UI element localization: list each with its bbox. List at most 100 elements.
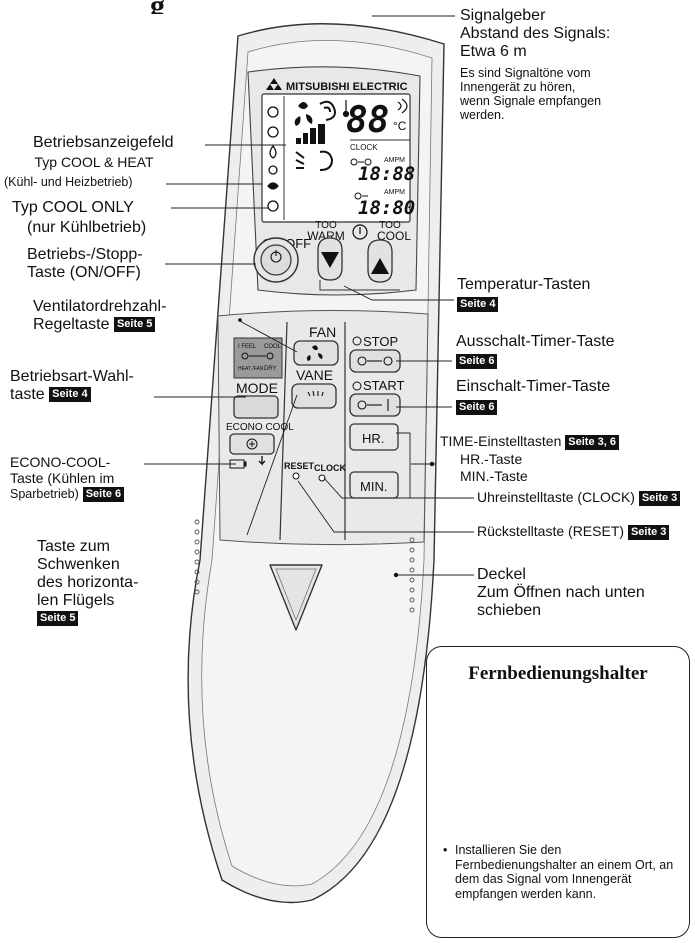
stop-label: STOP <box>363 334 398 349</box>
signal-line-3: Etwa 6 m <box>460 42 527 60</box>
type-cool-line-1: Typ COOL ONLY <box>12 199 134 216</box>
label-time-set: TIME-Einstelltasten Seite 3, 6 <box>440 433 619 450</box>
lcd-speed-bars <box>296 124 325 144</box>
vane-line-1: Taste zum <box>37 538 110 555</box>
fan-ref-badge: Seite 5 <box>113 317 156 332</box>
fan-btn-line-1: Ventilatordrehzahl- <box>33 298 167 315</box>
label-onoff: Betriebs-/Stopp- Taste (ON/OFF) <box>27 246 143 282</box>
start-label: START <box>363 378 404 393</box>
label-type-cool-2: (nur Kühlbetrieb) <box>27 219 146 237</box>
lcd-time-2: 18:80 <box>358 197 415 219</box>
off-timer-icon <box>357 356 393 366</box>
label-fan-btn: Ventilatordrehzahl- Regeltaste Seite 5 <box>33 298 166 334</box>
lcd-time-1: 18:88 <box>358 163 415 185</box>
label-on-timer: Einschalt-Timer-Taste <box>456 378 610 396</box>
lcd-timer-icons <box>350 158 372 200</box>
econo-line-2: Taste (Kühlen im <box>10 469 115 486</box>
mode-btn-line-1: Betriebsart-Wahl- <box>10 368 134 385</box>
label-signal-transmitter: Signalgeber Abstand des Signals: Etwa 6 … <box>460 7 610 61</box>
econo-icon <box>246 438 258 450</box>
fan-icon <box>306 345 323 361</box>
vane-line-3: des horizonta- <box>37 573 139 591</box>
heading-text: g <box>150 0 165 14</box>
type-heat-line-2: (Kühl- und Heizbetrieb) <box>4 175 133 189</box>
label-type-cool: Typ COOL ONLY <box>12 199 134 217</box>
label-vane-btn: Taste zum Schwenken des horizonta- len F… <box>37 538 138 628</box>
mode-ref-badge: Seite 4 <box>49 387 91 402</box>
on-timer-text: Einschalt-Timer-Taste <box>456 378 611 395</box>
on-timer-icon <box>357 399 389 411</box>
reset-label: RESET <box>284 461 315 471</box>
label-reset-btn: Rückstelltaste (RESET) Seite 3 <box>477 523 670 540</box>
label-on-ref: Seite 6 <box>456 399 498 417</box>
fan-btn-line-2: Regeltaste <box>33 315 110 333</box>
signal-note-line-1: Es sind Signaltöne vom <box>460 66 591 80</box>
label-temp-ref: Seite 4 <box>457 296 499 314</box>
side-vent-dots <box>194 519 415 613</box>
signal-note-line-4: werden. <box>460 108 505 122</box>
mode-cool: COOL <box>264 344 282 350</box>
vane-line-4: len Flügels <box>37 591 115 609</box>
time-set-text: TIME-Einstelltasten <box>440 433 562 449</box>
label-signal-note: Es sind Signaltöne vom Innengerät zu hör… <box>460 66 601 122</box>
holder-note-text: Installieren Sie den Fernbedienungshalte… <box>455 843 674 901</box>
clock-ref-badge: Seite 3 <box>638 490 681 506</box>
off-timer-text: Ausschalt-Timer-Taste <box>456 333 615 350</box>
temp-ref-badge: Seite 4 <box>457 297 499 313</box>
cover-line-1: Deckel <box>477 566 526 583</box>
signal-note-line-2: Innengerät zu hören, <box>460 80 576 94</box>
label-display-panel: Betriebsanzeigefeld <box>33 134 174 152</box>
lcd-temp-digits: 88 <box>346 100 389 141</box>
clock-button <box>318 474 326 482</box>
signal-note-line-3: wenn Signale empfangen <box>460 94 602 108</box>
reset-button <box>292 472 300 480</box>
min-btn-text: MIN.-Taste <box>460 468 528 484</box>
arrow-down-icon <box>321 252 339 268</box>
vane-label: VANE <box>296 367 333 383</box>
label-type-heat: Typ COOL & HEAT <box>24 154 164 171</box>
clock-label: CLOCK <box>314 463 346 473</box>
mode-dry: DRY <box>264 366 277 372</box>
lcd-clock-label: CLOCK <box>350 143 378 152</box>
mitsubishi-logo-icon <box>266 78 282 90</box>
thermometer-button-icon <box>352 224 368 240</box>
econo-line-1: ECONO-COOL- <box>10 454 111 470</box>
lcd-swing-icon <box>319 100 336 121</box>
signal-line-2: Abstand des Signals: <box>460 24 611 42</box>
arrow-up-icon <box>371 258 389 274</box>
mode-ifeel: I FEEL <box>238 344 257 350</box>
label-type-heat-2: (Kühl- und Heizbetrieb) <box>4 175 133 189</box>
mode-panel <box>233 337 283 379</box>
label-hr-btn: HR.-Taste <box>460 451 523 468</box>
lcd-fan-icon <box>294 102 313 126</box>
lcd-thermometer-icon <box>342 100 350 118</box>
econo-ref-badge: Seite 6 <box>82 487 125 502</box>
label-min-btn: MIN.-Taste <box>460 468 528 485</box>
type-heat-line-1: Typ COOL & HEAT <box>34 154 154 170</box>
lcd-screen <box>261 93 411 223</box>
mode-heat-fan: HEAT /FAN <box>238 366 264 372</box>
cover-line-2: Zum Öffnen nach unten <box>477 583 645 601</box>
page-heading-fragment: g <box>150 0 165 14</box>
too-cool-label-1: TOO <box>379 220 401 231</box>
label-off-timer: Ausschalt-Timer-Taste <box>456 333 615 351</box>
bullet-icon: • <box>443 843 448 857</box>
label-clock-btn: Uhreinstelltaste (CLOCK) Seite 3 <box>477 489 681 506</box>
label-econo-btn: ECONO-COOL- Taste (Kühlen im Sparbetrieb… <box>10 454 125 502</box>
label-off-ref: Seite 6 <box>456 353 498 371</box>
off-ref-badge: Seite 6 <box>456 354 498 370</box>
lcd-ampm-1: AMPM <box>384 157 405 164</box>
hr-btn-text: HR.-Taste <box>460 451 523 467</box>
label-temp-buttons: Temperatur-Tasten <box>457 276 590 294</box>
temp-buttons-text: Temperatur-Tasten <box>457 276 591 293</box>
mode-cycle-icon <box>241 352 274 360</box>
fan-button <box>293 340 339 366</box>
onoff-line-1: Betriebs-/Stopp- <box>27 246 143 263</box>
brand-label: MITSUBISHI ELECTRIC <box>286 81 408 93</box>
cover-triangle <box>269 564 323 631</box>
too-cool-label-2: COOL <box>377 229 411 243</box>
econo-line-3: Sparbetrieb) <box>10 487 79 502</box>
mode-label: MODE <box>236 380 278 396</box>
cover-line-3: schieben <box>477 601 542 619</box>
label-cover: Deckel Zum Öffnen nach unten schieben <box>477 566 645 620</box>
